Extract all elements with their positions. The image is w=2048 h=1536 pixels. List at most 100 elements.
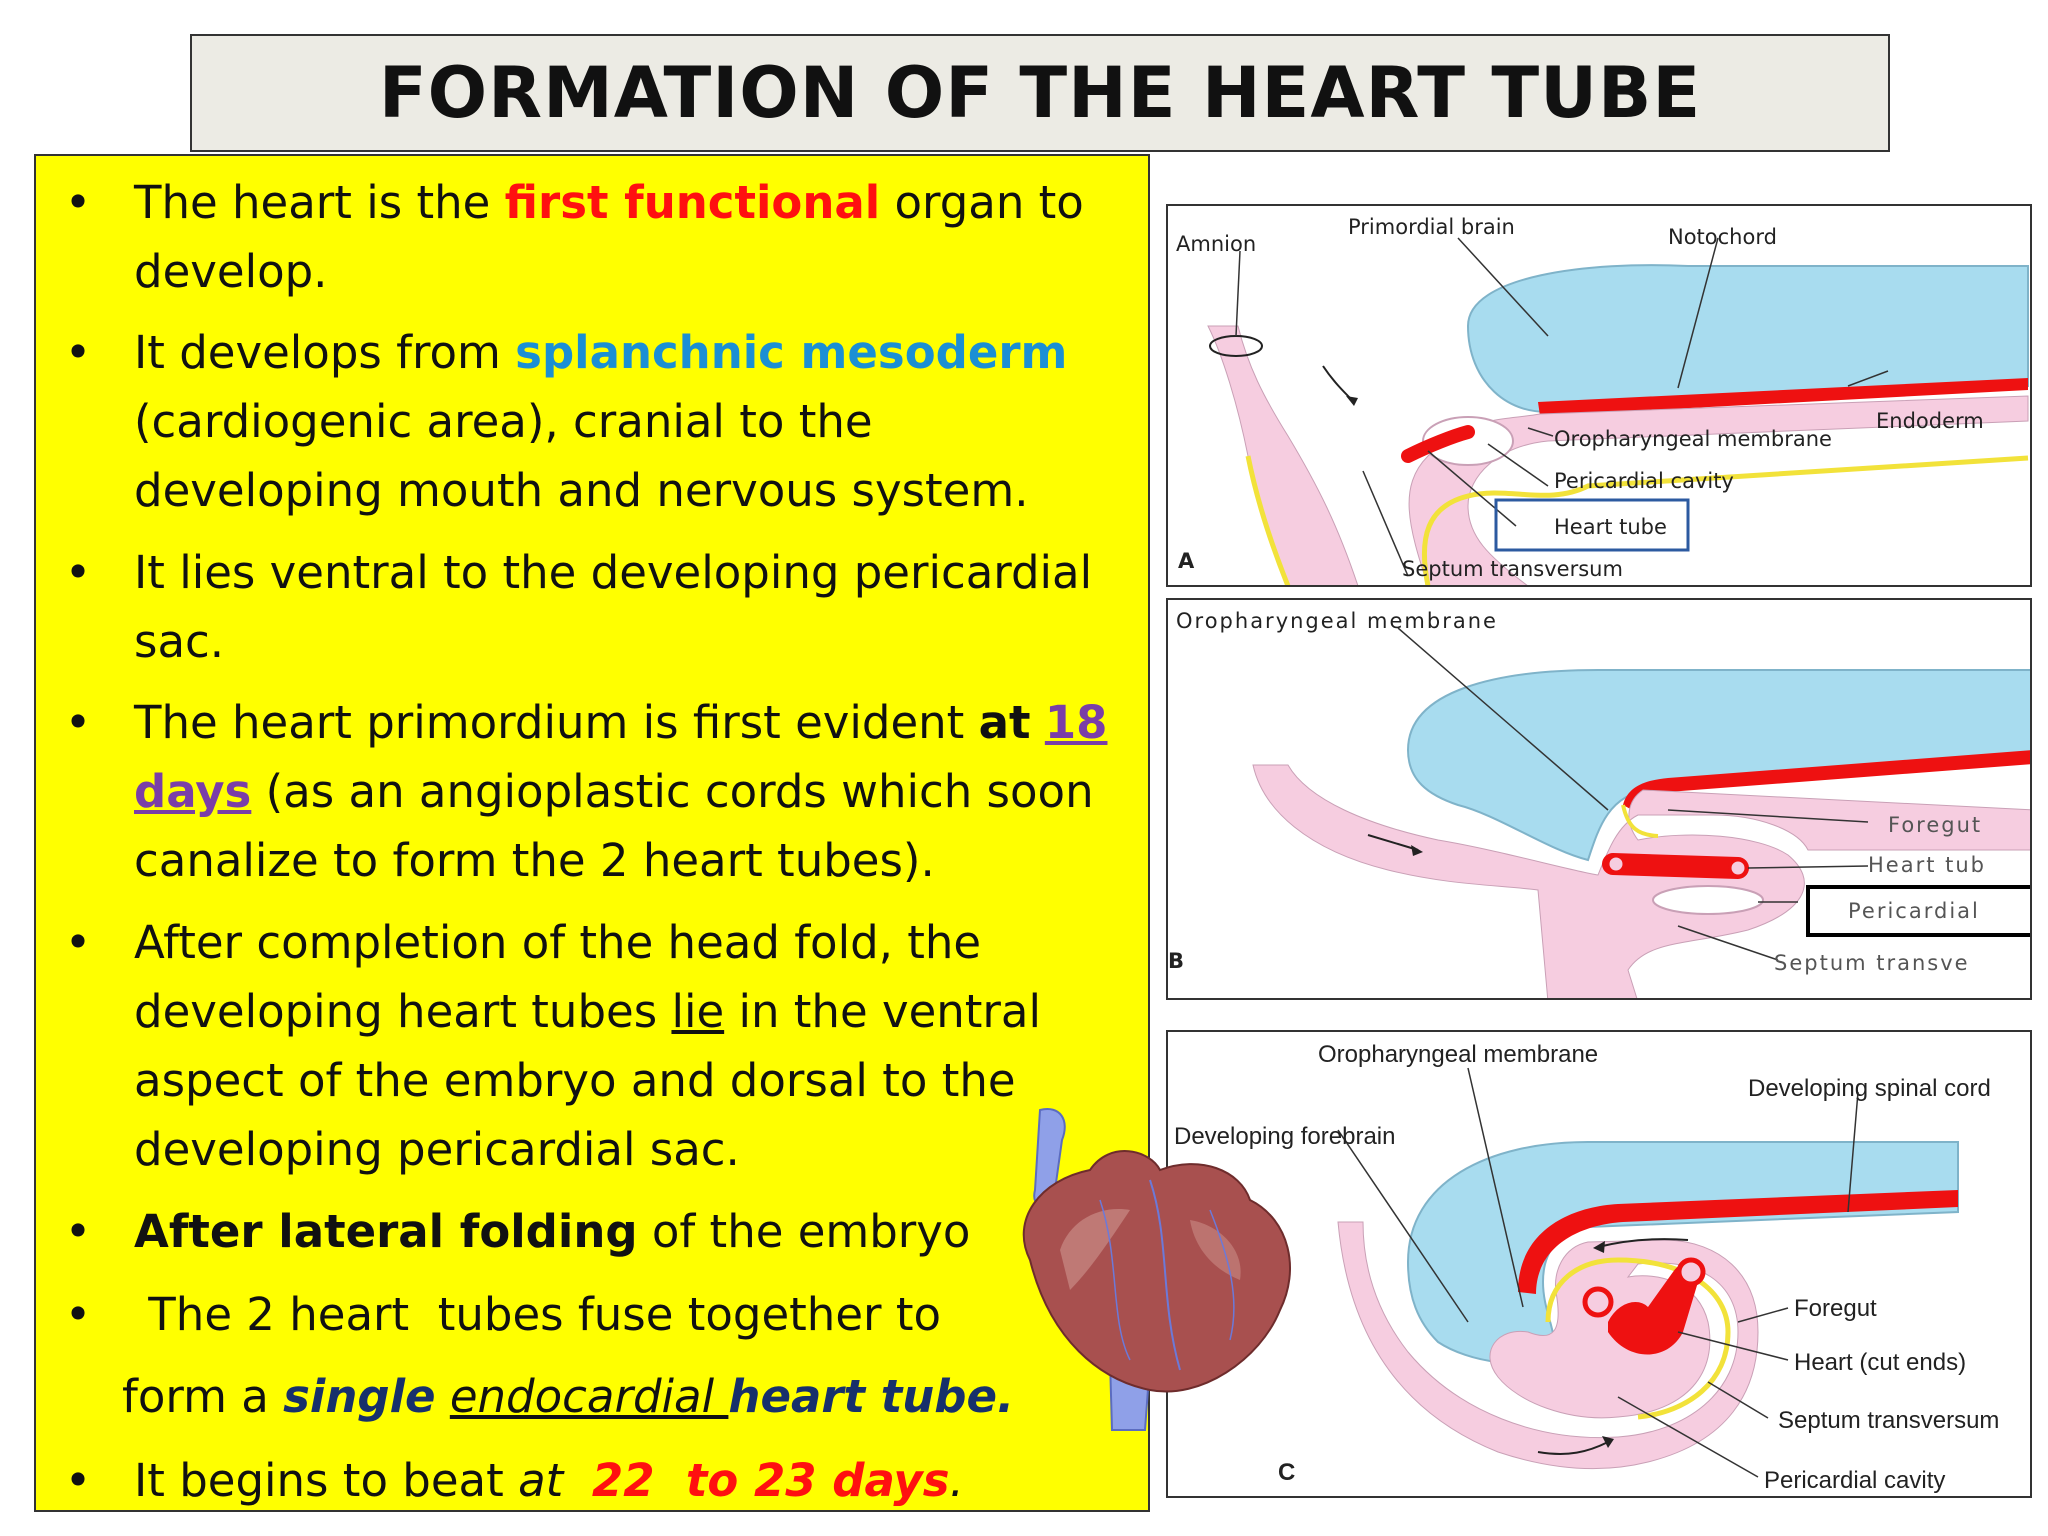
text-heart-tube: heart tube. bbox=[728, 1370, 1015, 1423]
text-bold-lateral: After lateral folding bbox=[134, 1205, 638, 1258]
coronary-vessel bbox=[1209, 1209, 1235, 1341]
bullet-dot: • bbox=[64, 176, 92, 229]
bullet-dot: • bbox=[64, 1205, 92, 1258]
endoderm-band bbox=[1623, 750, 2030, 812]
diagram-c-svg: Oropharyngeal membrane Developing spinal… bbox=[1174, 1041, 1999, 1494]
leader-lines bbox=[1235, 237, 1889, 577]
text-run: in the ventral bbox=[724, 985, 1042, 1038]
panel-letter-a: A bbox=[1178, 549, 1195, 573]
label-heart-tube: Heart tub bbox=[1868, 853, 1986, 877]
label-foregut: Foregut bbox=[1794, 1295, 1877, 1322]
leader-lines bbox=[1397, 627, 1869, 961]
label-amnion: Amnion bbox=[1176, 232, 1256, 256]
diagram-a-svg: Amnion Primordial brain Notochord Endode… bbox=[1176, 215, 2029, 585]
slide-title: FORMATION OF THE HEART TUBE bbox=[378, 52, 1702, 134]
arrow-bottom bbox=[1537, 1441, 1609, 1455]
brain-shape bbox=[1406, 669, 2030, 862]
label-primordial-brain: Primordial brain bbox=[1348, 215, 1515, 239]
bullet-text: After lateral folding of the embryo bbox=[134, 1197, 1154, 1266]
label-pericardial: Pericardial bbox=[1848, 899, 1980, 923]
arrow-head bbox=[1411, 845, 1423, 856]
text-run: The heart primordium is first evident bbox=[134, 696, 979, 749]
label-heart-tube: Heart tube bbox=[1554, 515, 1667, 539]
heart-tube-shape bbox=[1602, 853, 1749, 879]
diagram-b-svg: Oropharyngeal membrane Foregut Heart tub… bbox=[1168, 609, 2030, 998]
text-underlined-lie: lie bbox=[671, 985, 725, 1038]
highlight-18: 18 bbox=[1044, 696, 1108, 749]
coronary-vessel bbox=[1099, 1199, 1131, 1361]
bullet-dot: • bbox=[64, 1454, 92, 1507]
bullet-text: form a single endocardial heart tube. bbox=[122, 1362, 1142, 1431]
mesoderm-shape bbox=[1337, 1221, 1759, 1470]
text-run: organ to bbox=[880, 176, 1084, 229]
bullet-text: (cardiogenic area), cranial to the bbox=[134, 395, 873, 448]
bullet-dot: • bbox=[64, 1288, 92, 1341]
label-heart: Heart (cut ends) bbox=[1794, 1349, 1966, 1376]
bullet-text: developing heart tubes lie in the ventra… bbox=[134, 977, 1154, 1046]
heart-cut-end bbox=[1676, 1257, 1706, 1287]
heart-shape bbox=[1608, 1263, 1699, 1355]
arrow bbox=[1322, 365, 1354, 402]
ectoderm-line-2 bbox=[1421, 455, 2029, 585]
highlight-first-functional: first functional bbox=[504, 176, 881, 229]
mesoderm-shape bbox=[1252, 764, 2030, 998]
label-spinal-cord: Developing spinal cord bbox=[1748, 1075, 1991, 1102]
label-foregut: Foregut bbox=[1888, 813, 1982, 837]
text-run: It begins to beat bbox=[134, 1454, 519, 1507]
endoderm-band bbox=[1518, 1190, 1958, 1294]
label-septum: Septum transversum bbox=[1402, 557, 1623, 581]
label-pericardial-cavity: Pericardial cavity bbox=[1554, 469, 1734, 493]
label-pericardial: Pericardial cavity bbox=[1764, 1467, 1945, 1494]
heart-tube-highlight-box bbox=[1494, 498, 1690, 552]
highlight-22-23-days: 22 to 23 days bbox=[591, 1454, 950, 1507]
endoderm-band bbox=[1538, 378, 2028, 416]
arrow-head bbox=[1602, 1436, 1614, 1448]
bullet-dot: • bbox=[64, 326, 92, 379]
label-endoderm: Endoderm bbox=[1876, 409, 1984, 433]
arrow bbox=[1367, 834, 1419, 851]
label-septum: Septum transversum bbox=[1778, 1407, 1999, 1434]
arrow-head bbox=[1593, 1241, 1605, 1253]
label-oropharyngeal: Oropharyngeal membrane bbox=[1554, 427, 1832, 451]
diagram-c: Oropharyngeal membrane Developing spinal… bbox=[1166, 1030, 2032, 1498]
bullet-text-box: • The heart is the first functional orga… bbox=[34, 154, 1150, 1512]
ectoderm-line bbox=[1621, 804, 1659, 838]
bullet-dot: • bbox=[64, 546, 92, 599]
leader-lines bbox=[1337, 1067, 1859, 1478]
bullet-text: develop. bbox=[134, 245, 328, 298]
label-notochord: Notochord bbox=[1668, 225, 1777, 249]
heart-cut-end bbox=[1582, 1286, 1614, 1318]
bullet-text: developing pericardial sac. bbox=[134, 1123, 740, 1176]
bullet-text: After completion of the head fold, the bbox=[134, 916, 982, 969]
heart-body bbox=[1022, 1150, 1291, 1393]
bullet-text: It lies ventral to the developing perica… bbox=[134, 546, 1093, 599]
heart-tube-end bbox=[1606, 854, 1626, 874]
ectoderm-line bbox=[1245, 455, 1291, 585]
text-run: form a bbox=[122, 1370, 284, 1423]
bullet-text: It begins to beat at 22 to 23 days. bbox=[134, 1446, 1154, 1515]
text-run: (as an angioplastic cords which soon bbox=[251, 765, 1094, 818]
text-run: developing heart tubes bbox=[134, 985, 672, 1038]
panel-letter-b: B bbox=[1168, 949, 1184, 973]
bullet-dot: • bbox=[64, 696, 92, 749]
label-oropharyngeal: Oropharyngeal membrane bbox=[1318, 1041, 1598, 1068]
bullet-text: sac. bbox=[134, 615, 225, 668]
bullet-text: canalize to form the 2 heart tubes). bbox=[134, 834, 935, 887]
bullet-text: The 2 heart tubes fuse together to bbox=[134, 1288, 941, 1341]
arrow-head bbox=[1346, 396, 1358, 406]
pericardial-highlight-box bbox=[1806, 885, 2030, 937]
label-septum: Septum transve bbox=[1774, 951, 1970, 975]
panel-letter-c: C bbox=[1278, 1459, 1295, 1486]
text-italic-at: at bbox=[518, 1454, 564, 1507]
text-run: . bbox=[949, 1454, 964, 1507]
brain-shape bbox=[1466, 264, 2029, 413]
bullet-dot: • bbox=[64, 916, 92, 969]
diagram-a: Amnion Primordial brain Notochord Endode… bbox=[1166, 204, 2032, 587]
coronary-vessel bbox=[1149, 1179, 1181, 1371]
highlight-days: days bbox=[134, 765, 252, 818]
heart-tube-end bbox=[1728, 858, 1748, 878]
label-oropharyngeal: Oropharyngeal membrane bbox=[1176, 609, 1498, 633]
ectoderm-line bbox=[1545, 1257, 1731, 1420]
label-forebrain: Developing forebrain bbox=[1174, 1123, 1395, 1150]
bullet-text: days (as an angioplastic cords which soo… bbox=[134, 757, 1154, 826]
